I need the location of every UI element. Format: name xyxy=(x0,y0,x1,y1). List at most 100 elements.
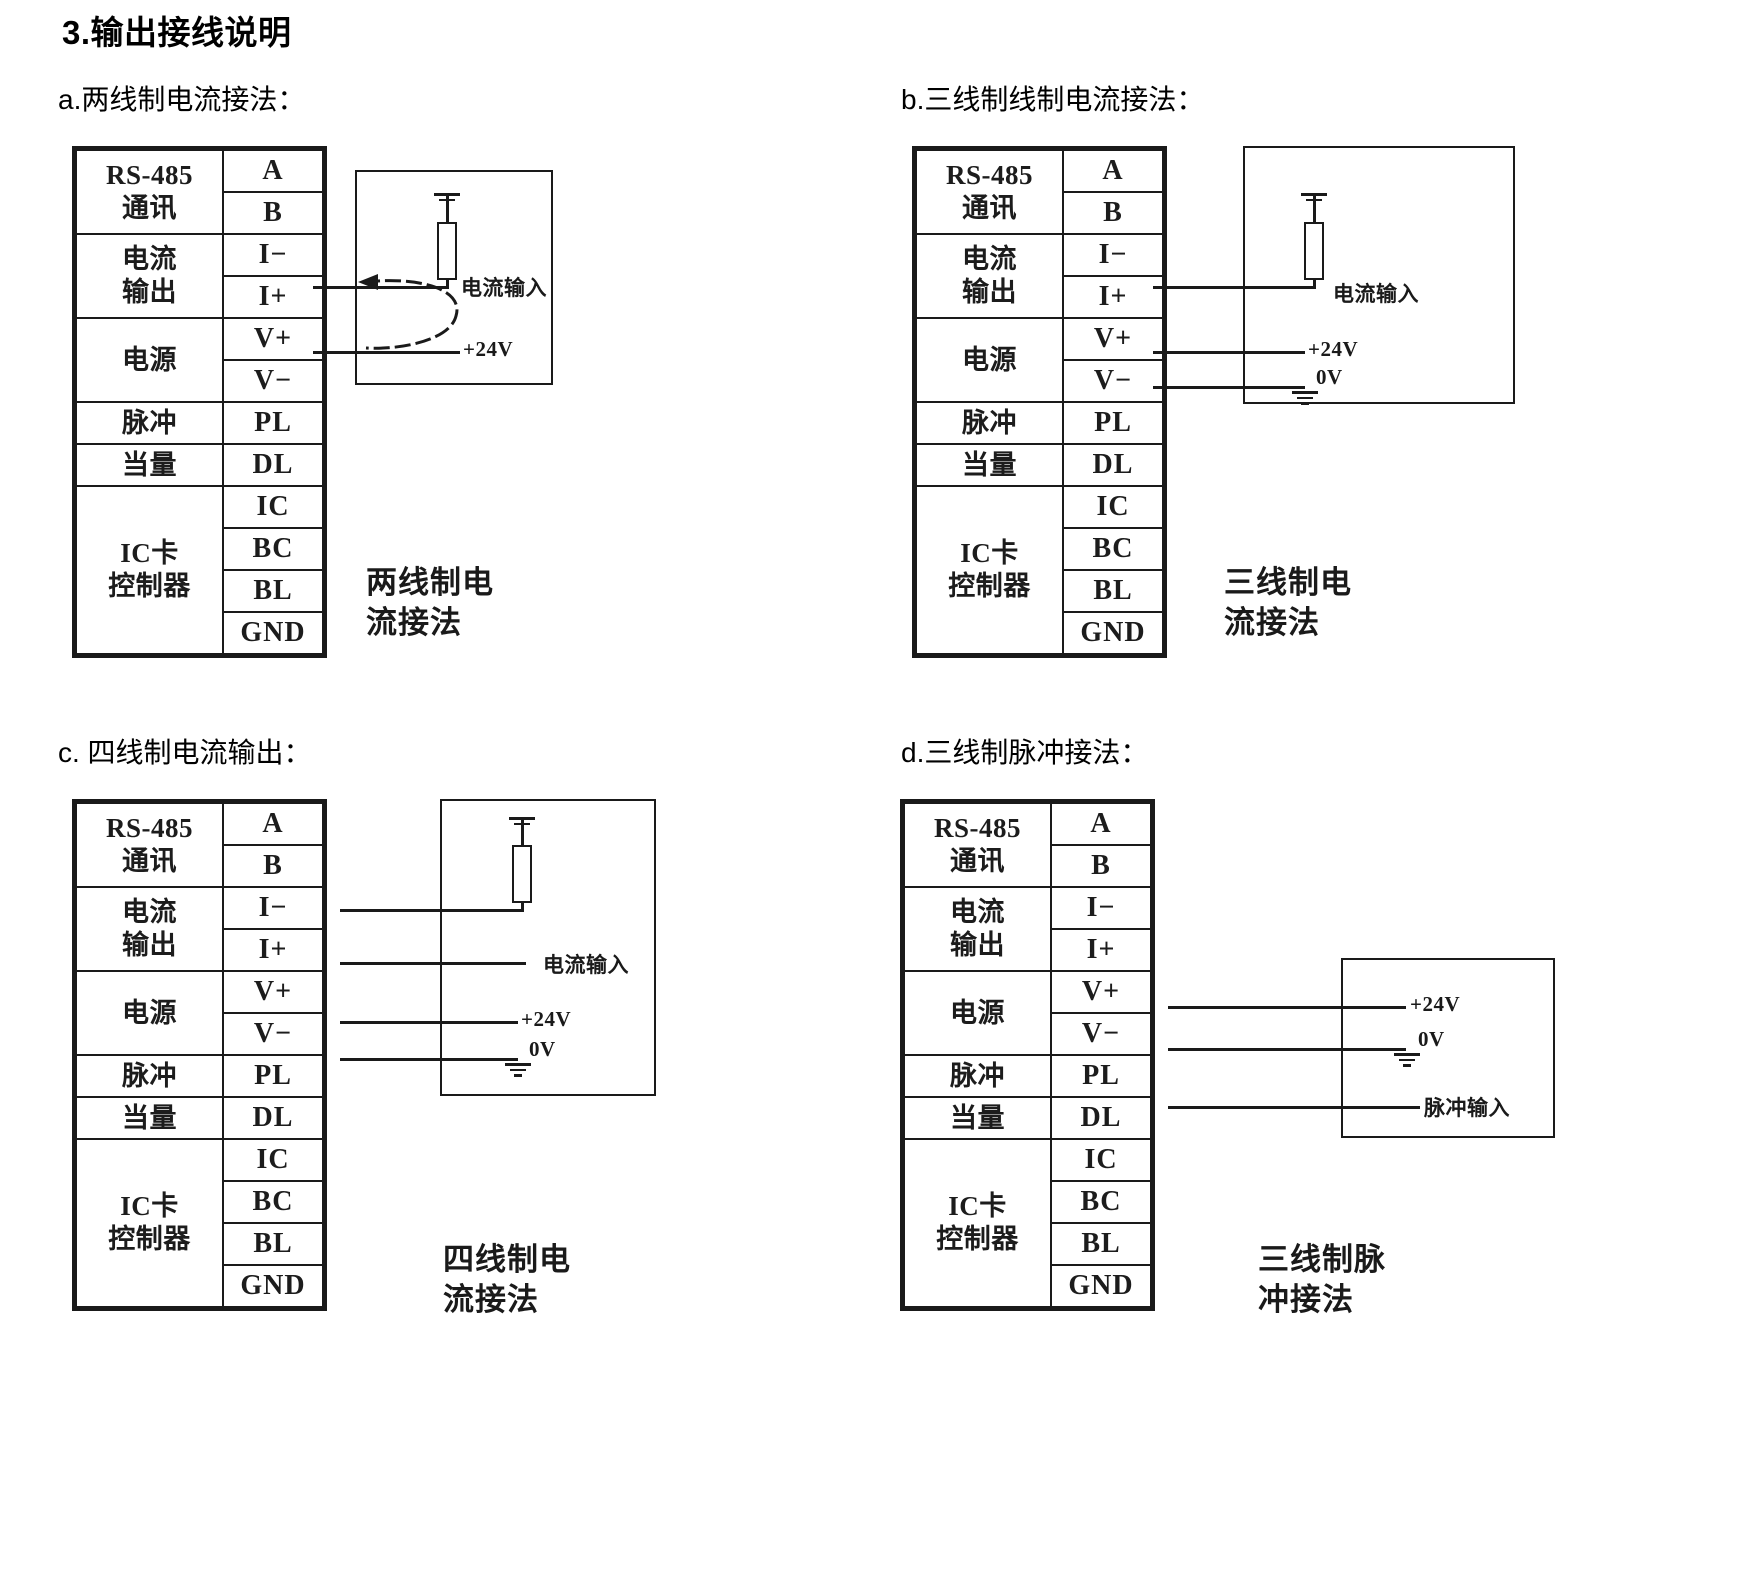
table-row: GND xyxy=(76,611,324,655)
table-row: BC xyxy=(76,1180,324,1224)
table-row: BC xyxy=(904,1180,1152,1224)
terminal-pin-bc: BC xyxy=(222,1180,324,1224)
terminal-pin-v: V+ xyxy=(1062,317,1164,361)
terminal-pin-ic: IC xyxy=(222,485,324,529)
terminal-pin-bl: BL xyxy=(1062,569,1164,613)
panel-d-ground-icon xyxy=(1394,1050,1420,1067)
panel-c-24v-label: +24V xyxy=(521,1007,572,1031)
table-row: BL xyxy=(916,569,1164,613)
panel-b-24v-wire xyxy=(1153,351,1305,354)
terminal-group-label: 电流输出 xyxy=(75,886,224,972)
terminal-group-label: IC卡控制器 xyxy=(903,1138,1052,1308)
terminal-pin-v: V+ xyxy=(222,970,324,1014)
panel-b-heading: b.三线制线制电流接法： xyxy=(901,84,1205,115)
table-row: V− xyxy=(904,1012,1152,1056)
panel-b-current-wire xyxy=(1153,286,1316,289)
terminal-pin-pl: PL xyxy=(1062,401,1164,445)
terminal-pin-ic: IC xyxy=(222,1138,324,1182)
terminal-group-label: 当量 xyxy=(75,1096,224,1140)
table-row: BL xyxy=(76,1222,324,1266)
terminal-pin-gnd: GND xyxy=(222,611,324,655)
terminal-pin-b: B xyxy=(222,844,324,888)
panel-b-ground-icon-top xyxy=(1301,190,1327,201)
table-row: B xyxy=(904,844,1152,888)
panel-c-heading: c. 四线制电流输出： xyxy=(58,737,312,768)
panel-c-24v-wire xyxy=(340,1021,518,1024)
panel-d-24v-wire xyxy=(1168,1006,1406,1009)
table-row: BC xyxy=(76,527,324,571)
terminal-pin-bc: BC xyxy=(222,527,324,571)
panel-c-resistor-bottom-lead xyxy=(521,901,524,911)
terminal-pin-i: I+ xyxy=(222,275,324,319)
table-row: BC xyxy=(916,527,1164,571)
terminal-pin-i: I− xyxy=(1050,886,1152,930)
panel-a-current-input-label: 电流输入 xyxy=(461,276,547,300)
panel-b-current-input-label: 电流输入 xyxy=(1333,282,1419,306)
panel-a-current-wire xyxy=(313,286,449,289)
terminal-pin-a: A xyxy=(222,149,324,193)
panel-b-0v-wire xyxy=(1153,386,1305,389)
terminal-pin-v: V− xyxy=(1062,359,1164,403)
panel-c-resistor xyxy=(512,845,532,903)
terminal-pin-dl: DL xyxy=(222,443,324,487)
terminal-pin-gnd: GND xyxy=(1050,1264,1152,1308)
panel-a-device-box xyxy=(355,170,553,385)
terminal-group-label: 电源 xyxy=(75,970,224,1056)
terminal-pin-gnd: GND xyxy=(222,1264,324,1308)
panel-a-resistor-top-lead xyxy=(446,196,449,224)
terminal-group-label: 当量 xyxy=(915,443,1064,487)
panel-c-device-box xyxy=(440,799,656,1096)
terminal-pin-bl: BL xyxy=(1050,1222,1152,1266)
terminal-group-label: IC卡控制器 xyxy=(915,485,1064,655)
terminal-pin-pl: PL xyxy=(222,1054,324,1098)
table-row: GND xyxy=(76,1264,324,1308)
panel-d-caption: 三线制脉 冲接法 xyxy=(1258,1242,1386,1318)
table-row: B xyxy=(916,191,1164,235)
panel-d-pulse-wire xyxy=(1168,1106,1420,1109)
terminal-pin-v: V− xyxy=(1050,1012,1152,1056)
terminal-pin-b: B xyxy=(1062,191,1164,235)
panel-c-0v-wire xyxy=(340,1058,518,1061)
panel-c-current-input-label: 电流输入 xyxy=(543,953,629,977)
terminal-group-label: 电源 xyxy=(75,317,224,403)
terminal-group-label: 脉冲 xyxy=(75,401,224,445)
terminal-group-label: 电流输出 xyxy=(903,886,1052,972)
terminal-pin-a: A xyxy=(1050,802,1152,846)
panel-a-24v-wire xyxy=(313,351,460,354)
terminal-group-label: IC卡控制器 xyxy=(75,485,224,655)
terminal-pin-i: I+ xyxy=(1062,275,1164,319)
terminal-pin-a: A xyxy=(1062,149,1164,193)
table-row: I+ xyxy=(916,275,1164,319)
table-row: I+ xyxy=(76,275,324,319)
panel-a-current-loop-icon xyxy=(358,274,459,350)
panel-d-0v-label: 0V xyxy=(1418,1027,1445,1051)
terminal-pin-i: I− xyxy=(222,886,324,930)
terminal-pin-ic: IC xyxy=(1050,1138,1152,1182)
panel-b-0v-label: 0V xyxy=(1316,365,1343,389)
terminal-group-label: 当量 xyxy=(75,443,224,487)
terminal-group-label: 电源 xyxy=(915,317,1064,403)
terminal-pin-ic: IC xyxy=(1062,485,1164,529)
panel-d-0v-wire xyxy=(1168,1048,1406,1051)
panel-c-ground-icon-bottom xyxy=(505,1060,531,1077)
